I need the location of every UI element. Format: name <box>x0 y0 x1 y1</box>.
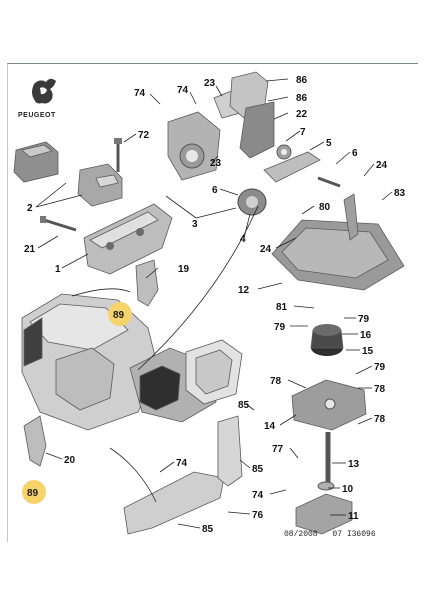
callout-20: 20 <box>64 455 76 466</box>
callout-6: 6 <box>352 148 358 159</box>
callout-83: 83 <box>394 188 406 199</box>
callout-86: 86 <box>296 75 308 86</box>
callout-85: 85 <box>238 400 250 411</box>
callout-1: 1 <box>55 264 61 275</box>
callout-79: 79 <box>374 362 386 373</box>
engine-block <box>21 293 243 431</box>
callout-79: 79 <box>274 322 286 333</box>
callout-12: 12 <box>238 285 250 296</box>
mount-assembly-part-15 <box>310 324 344 356</box>
highlight-disc <box>22 480 46 504</box>
callout-85: 85 <box>202 524 214 535</box>
callout-74: 74 <box>177 85 189 96</box>
callout-15: 15 <box>362 346 374 357</box>
screw-part-72 <box>114 138 122 172</box>
leader-lines <box>35 78 393 529</box>
reference-left: 08/2008 <box>284 530 318 539</box>
callout-10: 10 <box>342 484 354 495</box>
callout-74: 74 <box>252 490 264 501</box>
callout-13: 13 <box>348 459 360 470</box>
callout-24: 24 <box>376 160 388 171</box>
callout-22: 22 <box>296 109 308 120</box>
callout-23: 23 <box>210 158 222 169</box>
callout-72: 72 <box>138 130 150 141</box>
callout-16: 16 <box>360 330 372 341</box>
callout-3: 3 <box>192 219 198 230</box>
callout-86: 86 <box>296 93 308 104</box>
callout-24: 24 <box>260 244 272 255</box>
callout-21: 21 <box>24 244 36 255</box>
callout-89: 89 <box>27 488 39 499</box>
callout-74: 74 <box>134 88 146 99</box>
screw-part-6 <box>317 176 341 188</box>
callout-89: 89 <box>113 310 125 321</box>
screw-part-21 <box>40 216 77 232</box>
callout-23: 23 <box>204 78 216 89</box>
callout-4: 4 <box>240 234 246 245</box>
callout-6: 6 <box>212 185 218 196</box>
highlight-disc <box>108 302 132 326</box>
callout-74: 74 <box>176 458 188 469</box>
callout-5: 5 <box>326 138 332 149</box>
brand-name: PEUGEOT <box>18 112 56 119</box>
callout-76: 76 <box>252 510 264 521</box>
callout-79: 79 <box>358 314 370 325</box>
bushing-part-4 <box>237 188 267 216</box>
callout-7: 7 <box>300 127 306 138</box>
callout-labels: 74 74 23 86 86 72 22 7 5 6 23 6 2 21 1 3… <box>24 75 406 535</box>
callout-11: 11 <box>348 511 359 522</box>
peugeot-lion-logo <box>32 78 56 104</box>
bracket-part-11 <box>295 493 353 535</box>
bracket-part-1 <box>83 203 173 275</box>
washer-part-10 <box>317 481 335 491</box>
callout-78: 78 <box>374 384 386 395</box>
highlighted-callout-89-lower[interactable]: 89 <box>22 480 46 504</box>
callout-81: 81 <box>276 302 288 313</box>
callout-78: 78 <box>270 376 282 387</box>
mount-plate-part-14 <box>291 379 367 431</box>
bracket-part-22 <box>229 71 275 159</box>
highlighted-callout-89-upper[interactable]: 89 <box>108 302 132 326</box>
diagram-reference: 08/2008 07 I36096 <box>284 530 376 539</box>
reference-right: 07 I36096 <box>332 530 376 539</box>
callout-2: 2 <box>27 203 33 214</box>
torque-link-part-5 <box>263 144 321 183</box>
heat-shield-part-12 <box>271 193 405 291</box>
bracket-part-19 <box>135 259 159 307</box>
callout-77: 77 <box>272 444 284 455</box>
callout-14: 14 <box>264 421 276 432</box>
callout-80: 80 <box>319 202 331 213</box>
lower-arm-bracket <box>123 415 243 535</box>
bracket-part-20 <box>23 415 47 467</box>
engine-mount-upper-part <box>13 141 123 207</box>
callout-85: 85 <box>252 464 264 475</box>
callout-19: 19 <box>178 264 190 275</box>
callout-78: 78 <box>374 414 386 425</box>
